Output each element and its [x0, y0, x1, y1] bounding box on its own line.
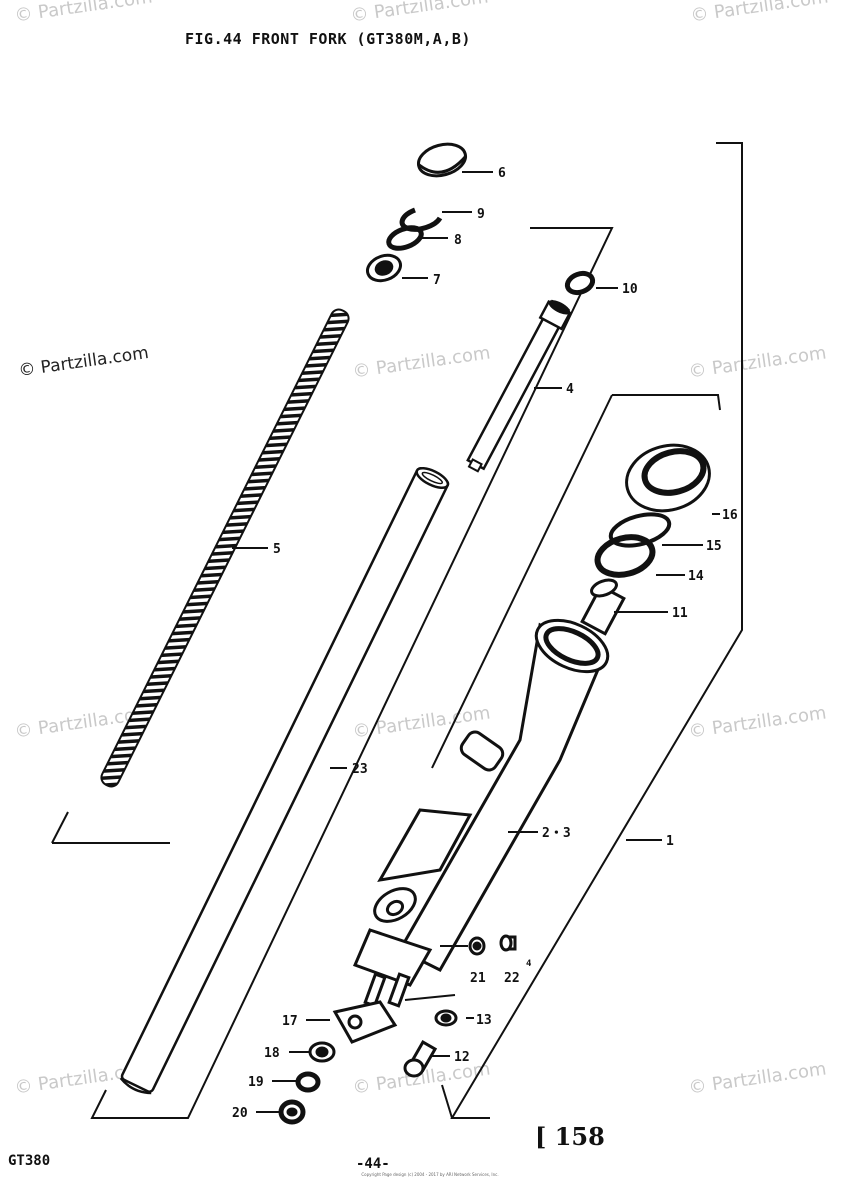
figure-title: FIG.44 FRONT FORK (GT380M,A,B)	[185, 30, 471, 48]
outer-tube	[332, 618, 610, 1044]
label-part-16: 16	[722, 508, 738, 523]
label-part-2-3: 2・3	[542, 826, 571, 841]
label-part-20: 20	[232, 1106, 248, 1121]
label-part-8: 8	[454, 233, 462, 248]
damper-rod	[466, 299, 572, 473]
label-part-23: 23	[352, 762, 368, 777]
label-part-17: 17	[282, 1014, 298, 1029]
label-part-7: 7	[433, 273, 441, 288]
group-brackets	[51, 142, 743, 1119]
part-labels: 6 9 8 7 10 4 5 16 15 14 11 23 2・3 1 21 2…	[232, 166, 738, 1121]
label-part-5: 5	[273, 542, 281, 557]
label-part-4: 4	[566, 382, 574, 397]
label-part-9: 9	[477, 207, 485, 222]
inner-tube	[119, 467, 450, 1095]
label-part-22: 22	[504, 971, 520, 986]
reference-value: 158	[554, 1122, 605, 1151]
fork-spring	[100, 308, 350, 788]
model-code: GT380	[8, 1153, 51, 1169]
label-part-21: 21	[470, 971, 486, 986]
reference-bracket: [	[535, 1122, 547, 1151]
reference-number: [ 158	[535, 1122, 605, 1151]
small-parts	[366, 142, 711, 636]
label-part-11: 11	[672, 606, 688, 621]
label-part-10: 10	[622, 282, 638, 297]
label-part-18: 18	[264, 1046, 280, 1061]
label-part-1: 1	[666, 834, 674, 849]
label-part-13: 13	[476, 1013, 492, 1028]
label-part-14: 14	[688, 569, 704, 584]
hardware	[278, 934, 517, 1125]
page-number: -44-	[356, 1156, 390, 1172]
label-part-19: 19	[248, 1075, 264, 1090]
leader-lines	[232, 171, 720, 1113]
label-part-12: 12	[454, 1050, 470, 1065]
label-part-22-mark: 4	[526, 959, 532, 969]
label-part-15: 15	[706, 539, 722, 554]
copyright-notice: Copyright Page design (c) 2004 - 2017 by…	[361, 1172, 499, 1177]
label-part-6: 6	[498, 166, 506, 181]
